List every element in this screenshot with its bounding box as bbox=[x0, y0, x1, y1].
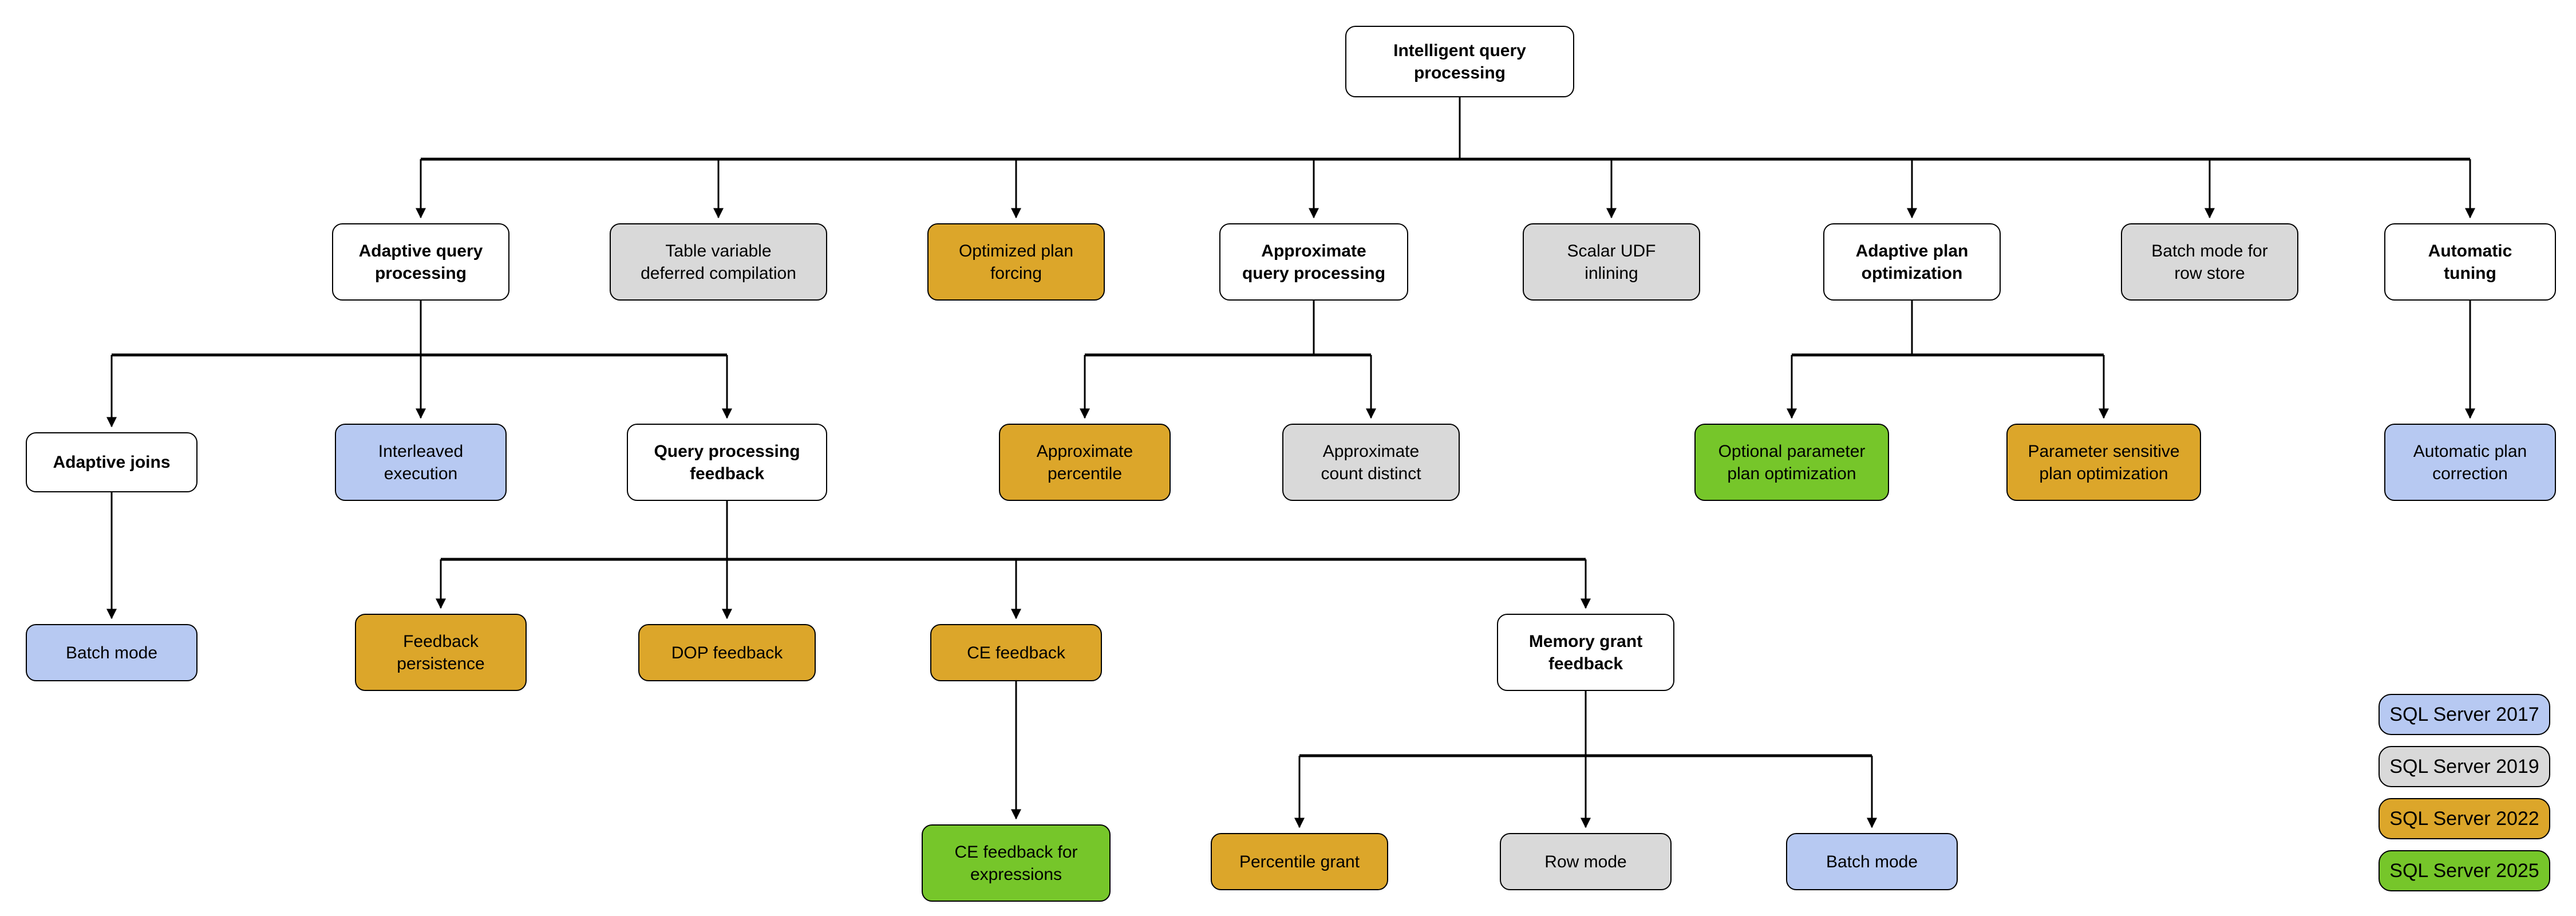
node-label: Approximate percentile bbox=[1036, 441, 1133, 483]
node-dop-feedback: DOP feedback bbox=[638, 624, 816, 681]
node-percentile-grant: Percentile grant bbox=[1211, 833, 1388, 890]
node-label: Batch mode bbox=[1826, 852, 1918, 871]
node-label: DOP feedback bbox=[671, 643, 783, 662]
node-label: Percentile grant bbox=[1239, 852, 1360, 871]
node-approximate-query-processing: Approximate query processing bbox=[1219, 223, 1408, 301]
node-label: CE feedback bbox=[967, 643, 1065, 662]
node-parameter-sensitive-plan-optimization: Parameter sensitive plan optimization bbox=[2006, 424, 2201, 501]
node-label: Parameter sensitive plan optimization bbox=[2028, 441, 2180, 483]
node-label: Memory grant feedback bbox=[1528, 631, 1643, 673]
node-label: Row mode bbox=[1544, 852, 1627, 871]
node-automatic-plan-correction: Automatic plan correction bbox=[2384, 424, 2556, 501]
node-row-mode: Row mode bbox=[1500, 833, 1672, 890]
node-query-processing-feedback: Query processing feedback bbox=[627, 424, 827, 501]
node-ce-feedback-for-expressions: CE feedback for expressions bbox=[922, 824, 1111, 902]
node-label: Table variable deferred compilation bbox=[641, 241, 796, 283]
node-adaptive-query-processing: Adaptive query processing bbox=[332, 223, 509, 301]
node-label: CE feedback for expressions bbox=[954, 842, 1078, 884]
node-label: Automatic tuning bbox=[2428, 241, 2512, 283]
node-label: Batch mode for row store bbox=[2151, 241, 2268, 283]
legend-label: SQL Server 2022 bbox=[2389, 807, 2539, 830]
legend-item-sql-server-2019: SQL Server 2019 bbox=[2379, 746, 2550, 787]
node-label: Approximate query processing bbox=[1242, 241, 1386, 283]
legend-label: SQL Server 2017 bbox=[2389, 703, 2539, 725]
node-adaptive-plan-optimization: Adaptive plan optimization bbox=[1823, 223, 2001, 301]
node-scalar-udf-inlining: Scalar UDF inlining bbox=[1523, 223, 1700, 301]
node-optimized-plan-forcing: Optimized plan forcing bbox=[927, 223, 1105, 301]
node-batch-mode-memory-grant: Batch mode bbox=[1786, 833, 1958, 890]
legend-item-sql-server-2022: SQL Server 2022 bbox=[2379, 798, 2550, 839]
node-adaptive-joins: Adaptive joins bbox=[26, 432, 197, 492]
node-label: Intelligent query processing bbox=[1393, 41, 1526, 82]
node-optional-parameter-plan-optimization: Optional parameter plan optimization bbox=[1694, 424, 1889, 501]
node-feedback-persistence: Feedback persistence bbox=[355, 614, 527, 691]
node-label: Adaptive query processing bbox=[358, 241, 483, 283]
node-label: Adaptive joins bbox=[53, 453, 171, 472]
node-intelligent-query-processing: Intelligent query processing bbox=[1345, 26, 1574, 97]
node-label: Query processing feedback bbox=[654, 441, 800, 483]
node-label: Interleaved execution bbox=[378, 441, 464, 483]
node-batch-mode-for-row-store: Batch mode for row store bbox=[2121, 223, 2298, 301]
node-ce-feedback: CE feedback bbox=[930, 624, 1102, 681]
node-label: Batch mode bbox=[65, 643, 158, 662]
legend-item-sql-server-2017: SQL Server 2017 bbox=[2379, 694, 2550, 735]
node-interleaved-execution: Interleaved execution bbox=[335, 424, 507, 501]
node-label: Scalar UDF inlining bbox=[1567, 241, 1656, 283]
node-approximate-count-distinct: Approximate count distinct bbox=[1282, 424, 1460, 501]
node-label: Approximate count distinct bbox=[1321, 441, 1421, 483]
node-memory-grant-feedback: Memory grant feedback bbox=[1497, 614, 1674, 691]
node-table-variable-deferred-compilation: Table variable deferred compilation bbox=[610, 223, 827, 301]
legend-item-sql-server-2025: SQL Server 2025 bbox=[2379, 850, 2550, 891]
node-label: Feedback persistence bbox=[397, 631, 485, 673]
node-batch-mode-adaptive-joins: Batch mode bbox=[26, 624, 197, 681]
node-label: Optional parameter plan optimization bbox=[1718, 441, 1866, 483]
node-approximate-percentile: Approximate percentile bbox=[999, 424, 1171, 501]
node-label: Automatic plan correction bbox=[2413, 441, 2527, 483]
legend-label: SQL Server 2019 bbox=[2389, 755, 2539, 777]
node-label: Adaptive plan optimization bbox=[1855, 241, 1969, 283]
legend-label: SQL Server 2025 bbox=[2389, 859, 2539, 882]
node-label: Optimized plan forcing bbox=[958, 241, 1074, 283]
node-automatic-tuning: Automatic tuning bbox=[2384, 223, 2556, 301]
